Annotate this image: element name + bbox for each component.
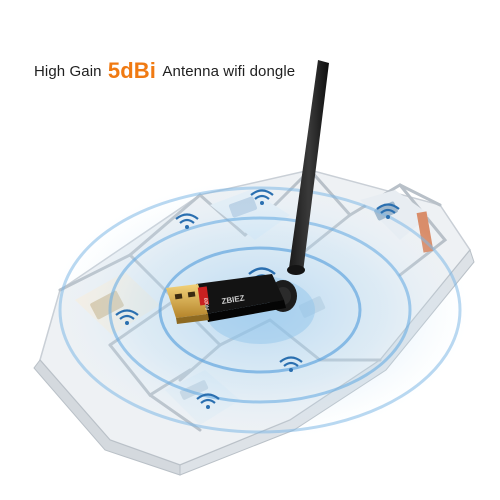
wifi-icon [175, 213, 199, 229]
wifi-dongle: 600M ZBIEZ [166, 60, 329, 324]
wifi-icon [250, 189, 274, 205]
wifi-icon [115, 309, 139, 325]
badge-text: 600M [202, 297, 210, 310]
wifi-icon [376, 203, 400, 219]
wifi-icon [196, 393, 220, 409]
usb-connector [166, 284, 209, 324]
headline-prefix: High Gain [34, 63, 102, 80]
headline: High Gain 5dBi Antenna wifi dongle [34, 56, 296, 83]
brand-label: ZBIEZ [221, 293, 245, 306]
wifi-icon [279, 356, 303, 372]
product-badge [197, 286, 210, 306]
headline-suffix: Antenna wifi dongle [162, 63, 296, 80]
headline-gain-value: 5dBi [107, 58, 156, 83]
